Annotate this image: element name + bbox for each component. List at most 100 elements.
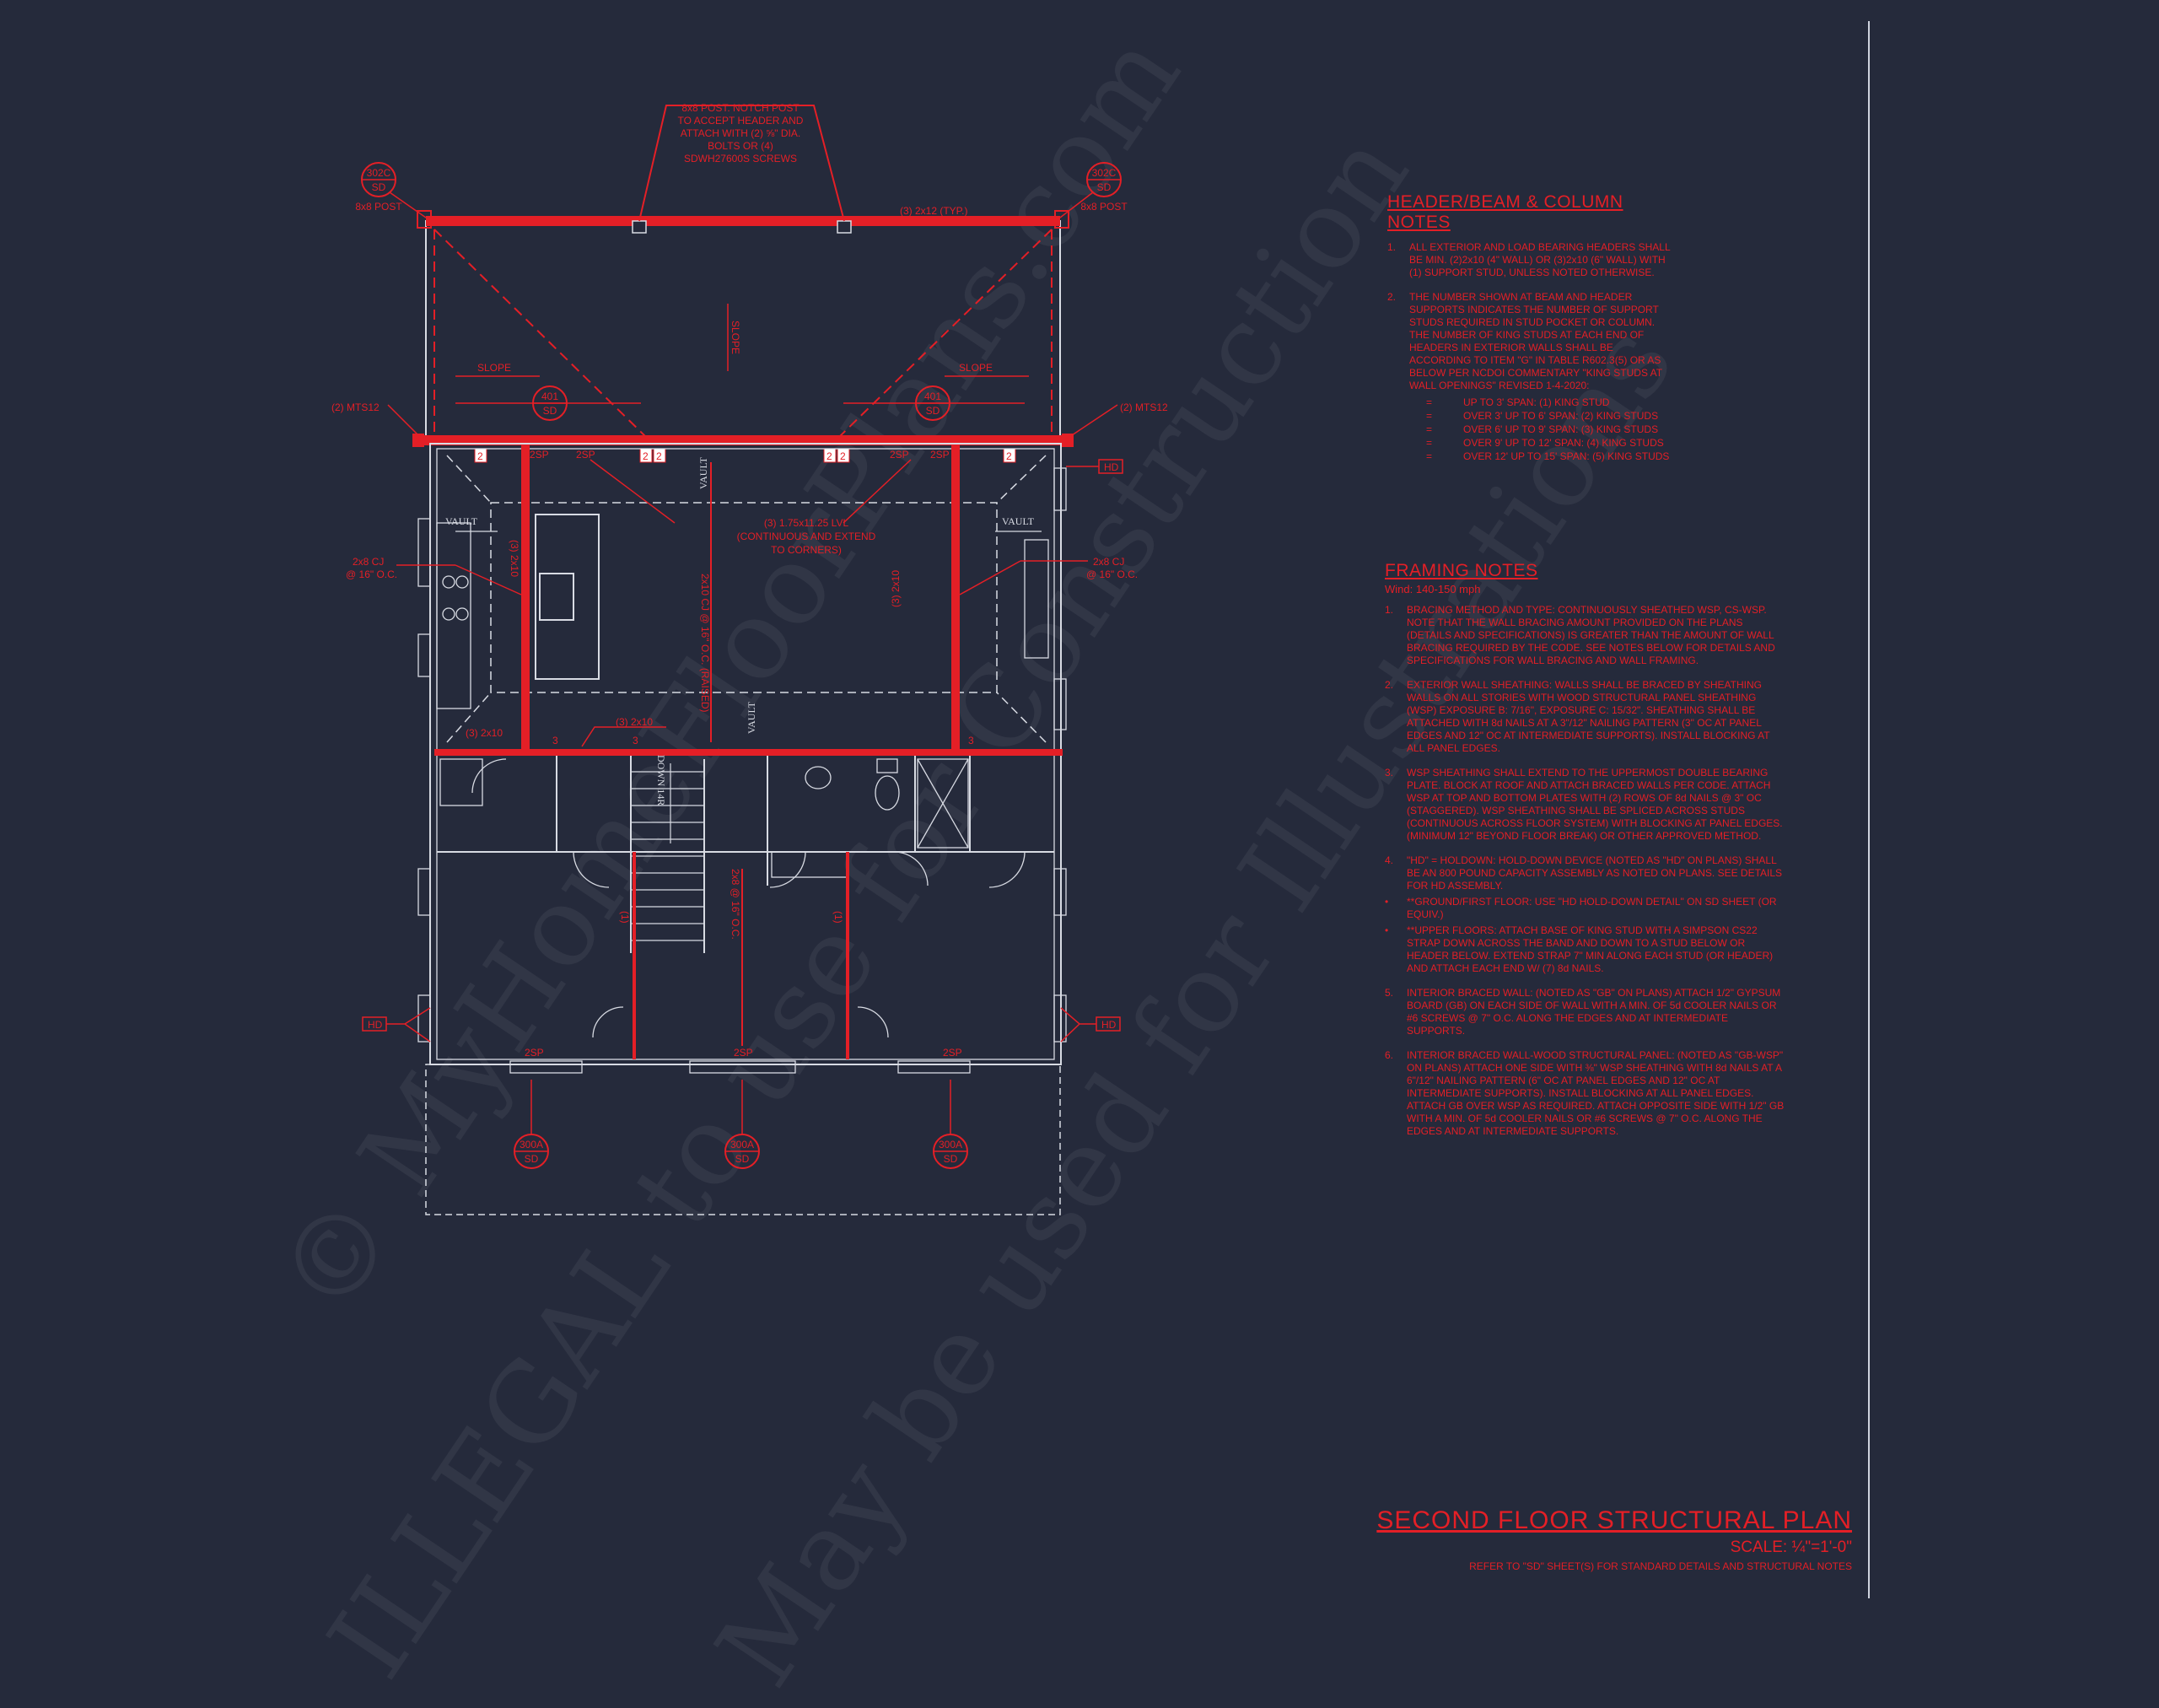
window-left — [417, 994, 431, 1043]
beam-right-label: (3) 2x10 — [890, 570, 902, 607]
stud-count: 2 — [826, 450, 832, 462]
sp-mark: 2SP — [890, 449, 909, 461]
lvl-leader — [590, 459, 676, 524]
king-stud-rule: =OVER 9' UP TO 12' SPAN: (4) KING STUDS — [1426, 437, 1664, 449]
mts-label-left: (2) MTS12 — [331, 401, 380, 413]
header-beam-notes: HEADER/BEAM & COLUMN NOTES 1.ALL EXTERIO… — [1387, 192, 1674, 470]
section-ref-bottom: 300A — [730, 1139, 754, 1150]
section-ref-bottom: 300A — [939, 1139, 962, 1150]
toilet-tank — [876, 758, 898, 773]
cj-label-right-2: @ 16" O.C. — [1086, 568, 1138, 580]
window-left — [417, 518, 431, 587]
shower-diagonal — [917, 758, 969, 849]
framing-notes: FRAMING NOTES Wind: 140-150 mph 1.BRACIN… — [1385, 561, 1788, 1150]
tub-icon — [771, 851, 848, 878]
post-callout-line-4: BOLTS OR (4) — [708, 140, 773, 152]
lower-beam-label-left: (3) 2x10 — [466, 727, 503, 739]
stud-count-lower: 3 — [633, 735, 638, 746]
sp-mark: 2SP — [930, 449, 950, 461]
hd-leader — [386, 1007, 431, 1043]
leader-top-left — [389, 191, 427, 218]
section-sheet-top-left: SD — [372, 181, 386, 193]
king-stud-rule: =OVER 12' UP TO 15' SPAN: (5) KING STUDS — [1426, 450, 1670, 462]
lower-floor-beam — [434, 749, 1063, 756]
cooktop-burner — [442, 607, 455, 621]
hd-leader — [1060, 1007, 1096, 1043]
top-beam-label: (3) 2x12 (TYP.) — [900, 205, 967, 217]
window-right — [1053, 467, 1067, 511]
hd-label: HD — [1104, 461, 1119, 473]
window-right — [1053, 994, 1067, 1043]
lvl-label-3: TO CORNERS) — [771, 544, 842, 556]
rafter-label: 2x10 CJ @ 16" O.C. (RAISED) — [699, 574, 711, 712]
section-ref-mid-right: 401 — [924, 391, 941, 402]
cj-label-right-1: 2x8 CJ — [1093, 556, 1124, 568]
door-swing — [988, 851, 1026, 888]
porch-top-beam — [426, 216, 1060, 226]
stud-count: 2 — [1064, 435, 1070, 447]
bottom-door — [897, 1060, 971, 1074]
drawing-title-block: SECOND FLOOR STRUCTURAL PLAN SCALE: ¼"=1… — [1376, 1506, 1852, 1572]
post-top-right — [1054, 210, 1069, 229]
section-ref-mid-left: 401 — [541, 391, 558, 402]
stud-count: 2 — [415, 435, 421, 447]
framing-note: 4."HD" = HOLDOWN: HOLD-DOWN DEVICE (NOTE… — [1385, 854, 1783, 892]
section-sheet-mid-left: SD — [543, 405, 557, 417]
post-mid-left — [632, 220, 647, 234]
hd-label: HD — [1101, 1019, 1117, 1031]
kitchen-island — [535, 514, 600, 680]
king-stud-rule: =OVER 6' UP TO 9' SPAN: (3) KING STUDS — [1426, 423, 1659, 435]
section-sheet-bottom: SD — [735, 1153, 750, 1165]
vault-hip — [446, 455, 492, 504]
sheet-border-line — [1868, 21, 1870, 1598]
slope-label-left: SLOPE — [477, 362, 511, 374]
bottom-sp: 2SP — [525, 1047, 544, 1059]
slope-label-center: SLOPE — [730, 321, 741, 354]
stud-count: 2 — [840, 450, 846, 462]
stud-count: 2 — [1006, 450, 1012, 462]
door-swing — [573, 851, 610, 888]
post-callout-line-5: SDWH27600S SCREWS — [684, 153, 797, 164]
section-sheet-top-right: SD — [1097, 181, 1112, 193]
header-notes-title: HEADER/BEAM & COLUMN NOTES — [1387, 192, 1623, 232]
stud-count: 2 — [477, 450, 483, 462]
vault-ceiling-outline — [490, 502, 998, 693]
post-tag-right: 8x8 POST — [1080, 201, 1128, 213]
fireplace — [1024, 539, 1049, 659]
post-tag-left: 8x8 POST — [355, 201, 402, 213]
bottom-door — [689, 1060, 796, 1074]
cj-label-left-2: @ 16" O.C. — [346, 568, 397, 580]
stud-count: 2 — [643, 450, 649, 462]
cooktop-burner — [455, 607, 469, 621]
slope-label-right: SLOPE — [959, 362, 993, 374]
bottom-sp: 2SP — [734, 1047, 753, 1059]
wind-speed: Wind: 140-150 mph — [1385, 583, 1481, 595]
cj-leader-left — [455, 564, 522, 595]
drawing-reference: REFER TO "SD" SHEET(S) FOR STANDARD DETA… — [1469, 1560, 1852, 1572]
king-stud-rule: =OVER 3' UP TO 6' SPAN: (2) KING STUDS — [1426, 410, 1659, 422]
door-swing — [857, 1006, 889, 1038]
vault-hip — [996, 455, 1047, 504]
vault-hip — [996, 692, 1047, 743]
joist-label-right: (1) — [832, 911, 844, 924]
beam-left-vertical — [521, 445, 530, 752]
stud-marker-labels: 2 2 2 2 2 2 2 2 — [415, 435, 1070, 462]
sp-mark: 2SP — [530, 449, 549, 461]
window-left — [417, 868, 431, 916]
king-stud-rule: =UP TO 3' SPAN: (1) KING STUD — [1426, 396, 1610, 408]
island-sink — [539, 573, 574, 621]
vault-label-left: VAULT — [445, 515, 478, 527]
stud-count-lower: 3 — [968, 735, 974, 746]
post-mid-right — [837, 220, 852, 234]
section-ref-top-left: 302C — [367, 167, 391, 179]
mts-leader-left — [387, 404, 423, 439]
porch-hip-line-left — [433, 229, 649, 439]
section-sheet-bottom: SD — [525, 1153, 539, 1165]
stair-treads — [631, 771, 704, 941]
cooktop-burner — [442, 575, 455, 589]
post-callout-line-1: 8x8 POST. NOTCH POST — [681, 102, 800, 114]
joist-label-left: (1) — [619, 911, 631, 924]
section-ref-bottom: 300A — [520, 1139, 543, 1150]
window-left — [417, 633, 431, 677]
stud-marker — [1062, 434, 1074, 447]
